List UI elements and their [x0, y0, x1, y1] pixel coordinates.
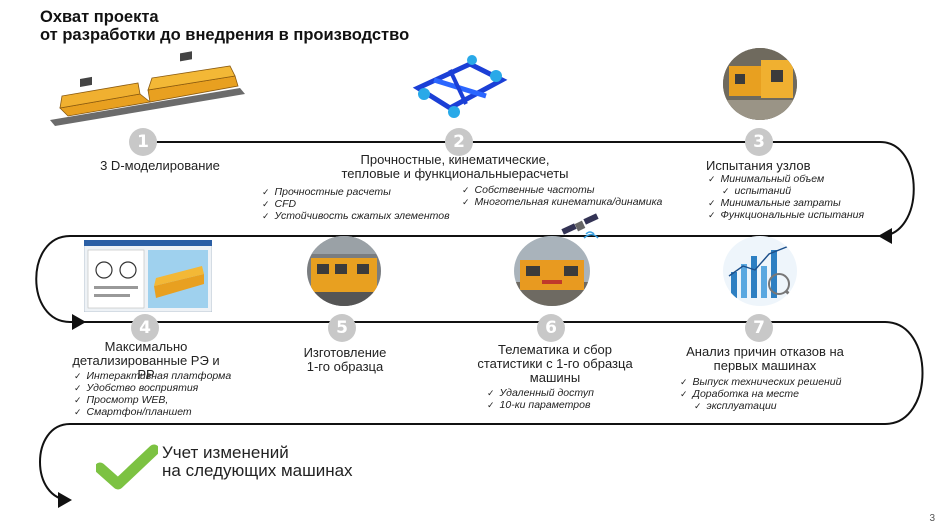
- slide-title: Охват проекта от разработки до внедрения…: [40, 8, 409, 44]
- bogie-fem-model-image: [412, 55, 508, 118]
- unit-testing-photo: [723, 48, 797, 120]
- list-item: 10-ки параметров: [487, 399, 594, 411]
- step-6-list: Удаленный доступ 10-ки параметров: [487, 387, 594, 411]
- list-item: Многотельная кинематика/динамика: [462, 196, 663, 208]
- list-item: Интерактивная платформа: [74, 370, 232, 382]
- final-step-line2: на следующих машинах: [162, 461, 353, 480]
- analytics-charts-image: [723, 236, 797, 306]
- step-5-label: Изготовление 1-го образца: [290, 346, 400, 374]
- list-item: Выпуск технических решений: [680, 376, 842, 388]
- step-5-number: 5: [328, 314, 356, 342]
- list-item: испытаний: [708, 185, 864, 197]
- step-4-number: 4: [131, 314, 159, 342]
- step-3-number: 3: [745, 128, 773, 156]
- step-2-label-line1: Прочностные, кинематические,: [360, 152, 550, 167]
- green-check-icon: [96, 444, 158, 490]
- final-step-line1: Учет изменений: [162, 443, 289, 462]
- step-6-number: 6: [537, 314, 565, 342]
- list-item: Функциональные испытания: [708, 209, 865, 221]
- list-item: Собственные частоты: [462, 184, 662, 196]
- step-6-label: Телематика и сбор статистики с 1-го обра…: [470, 343, 640, 385]
- list-item: Прочностные расчеты: [262, 186, 450, 198]
- step-6-label-line2: статистики с 1-го образца: [477, 356, 633, 371]
- step-1-number: 1: [129, 128, 157, 156]
- list-item: Просмотр WEB,: [74, 394, 231, 406]
- slide-title-line2: от разработки до внедрения в производств…: [40, 26, 410, 44]
- step-7-list: Выпуск технических решений Доработка на …: [680, 376, 842, 412]
- satellite-icon: [561, 213, 599, 239]
- list-item: Смартфон/планшет: [74, 406, 231, 418]
- step-7-label: Анализ причин отказов на первых машинах: [670, 345, 860, 373]
- final-step-label: Учет изменений на следующих машинах: [162, 444, 353, 480]
- page-number: 3: [929, 513, 935, 524]
- step-2-list-right: Собственные частоты Многотельная кинемат…: [462, 184, 663, 208]
- list-item-continuation: испытаний: [734, 185, 792, 197]
- step-1-label: 3 D-моделирование: [100, 158, 220, 173]
- step-2-label: Прочностные, кинематические, тепловые и …: [330, 153, 580, 181]
- list-item: Устойчивость сжатых элементов: [262, 210, 450, 222]
- list-item-continuation: эксплуатации: [706, 400, 777, 412]
- step-3-label: Испытания узлов: [706, 158, 811, 173]
- train-3d-model-image: [50, 51, 245, 126]
- first-sample-photo: [307, 236, 381, 306]
- step-6-label-line3: машины: [529, 370, 581, 385]
- step-2-list-left: Прочностные расчеты CFD Устойчивость сжа…: [262, 186, 450, 222]
- slide-title-line1: Охват проекта: [40, 8, 159, 26]
- list-item: CFD: [262, 198, 450, 210]
- step-2-label-line2: тепловые и функциональныерасчеты: [341, 166, 569, 181]
- telematics-photo: [514, 236, 590, 306]
- list-item: Минимальный объем: [708, 173, 864, 185]
- list-item: Удаленный доступ: [487, 387, 594, 399]
- step-3-list: Минимальный объем испытаний Минимальные …: [708, 173, 865, 221]
- step-4-list: Интерактивная платформа Удобство восприя…: [74, 370, 232, 418]
- step-6-label-line1: Телематика и сбор: [497, 342, 613, 357]
- step-7-label-line2: первых машинах: [713, 358, 817, 373]
- list-item: Доработка на месте: [680, 388, 842, 400]
- step-5-label-line2: 1-го образца: [306, 359, 384, 374]
- list-item: Удобство восприятия: [74, 382, 231, 394]
- list-item: эксплуатации: [680, 400, 842, 412]
- step-5-label-line1: Изготовление: [303, 345, 387, 360]
- step-2-number: 2: [445, 128, 473, 156]
- step-4-label-line1: Максимально: [104, 339, 188, 354]
- documentation-screens-image: [84, 240, 212, 312]
- step-7-label-line1: Анализ причин отказов на: [686, 344, 844, 359]
- step-7-number: 7: [745, 314, 773, 342]
- list-item: Минимальные затраты: [708, 197, 864, 209]
